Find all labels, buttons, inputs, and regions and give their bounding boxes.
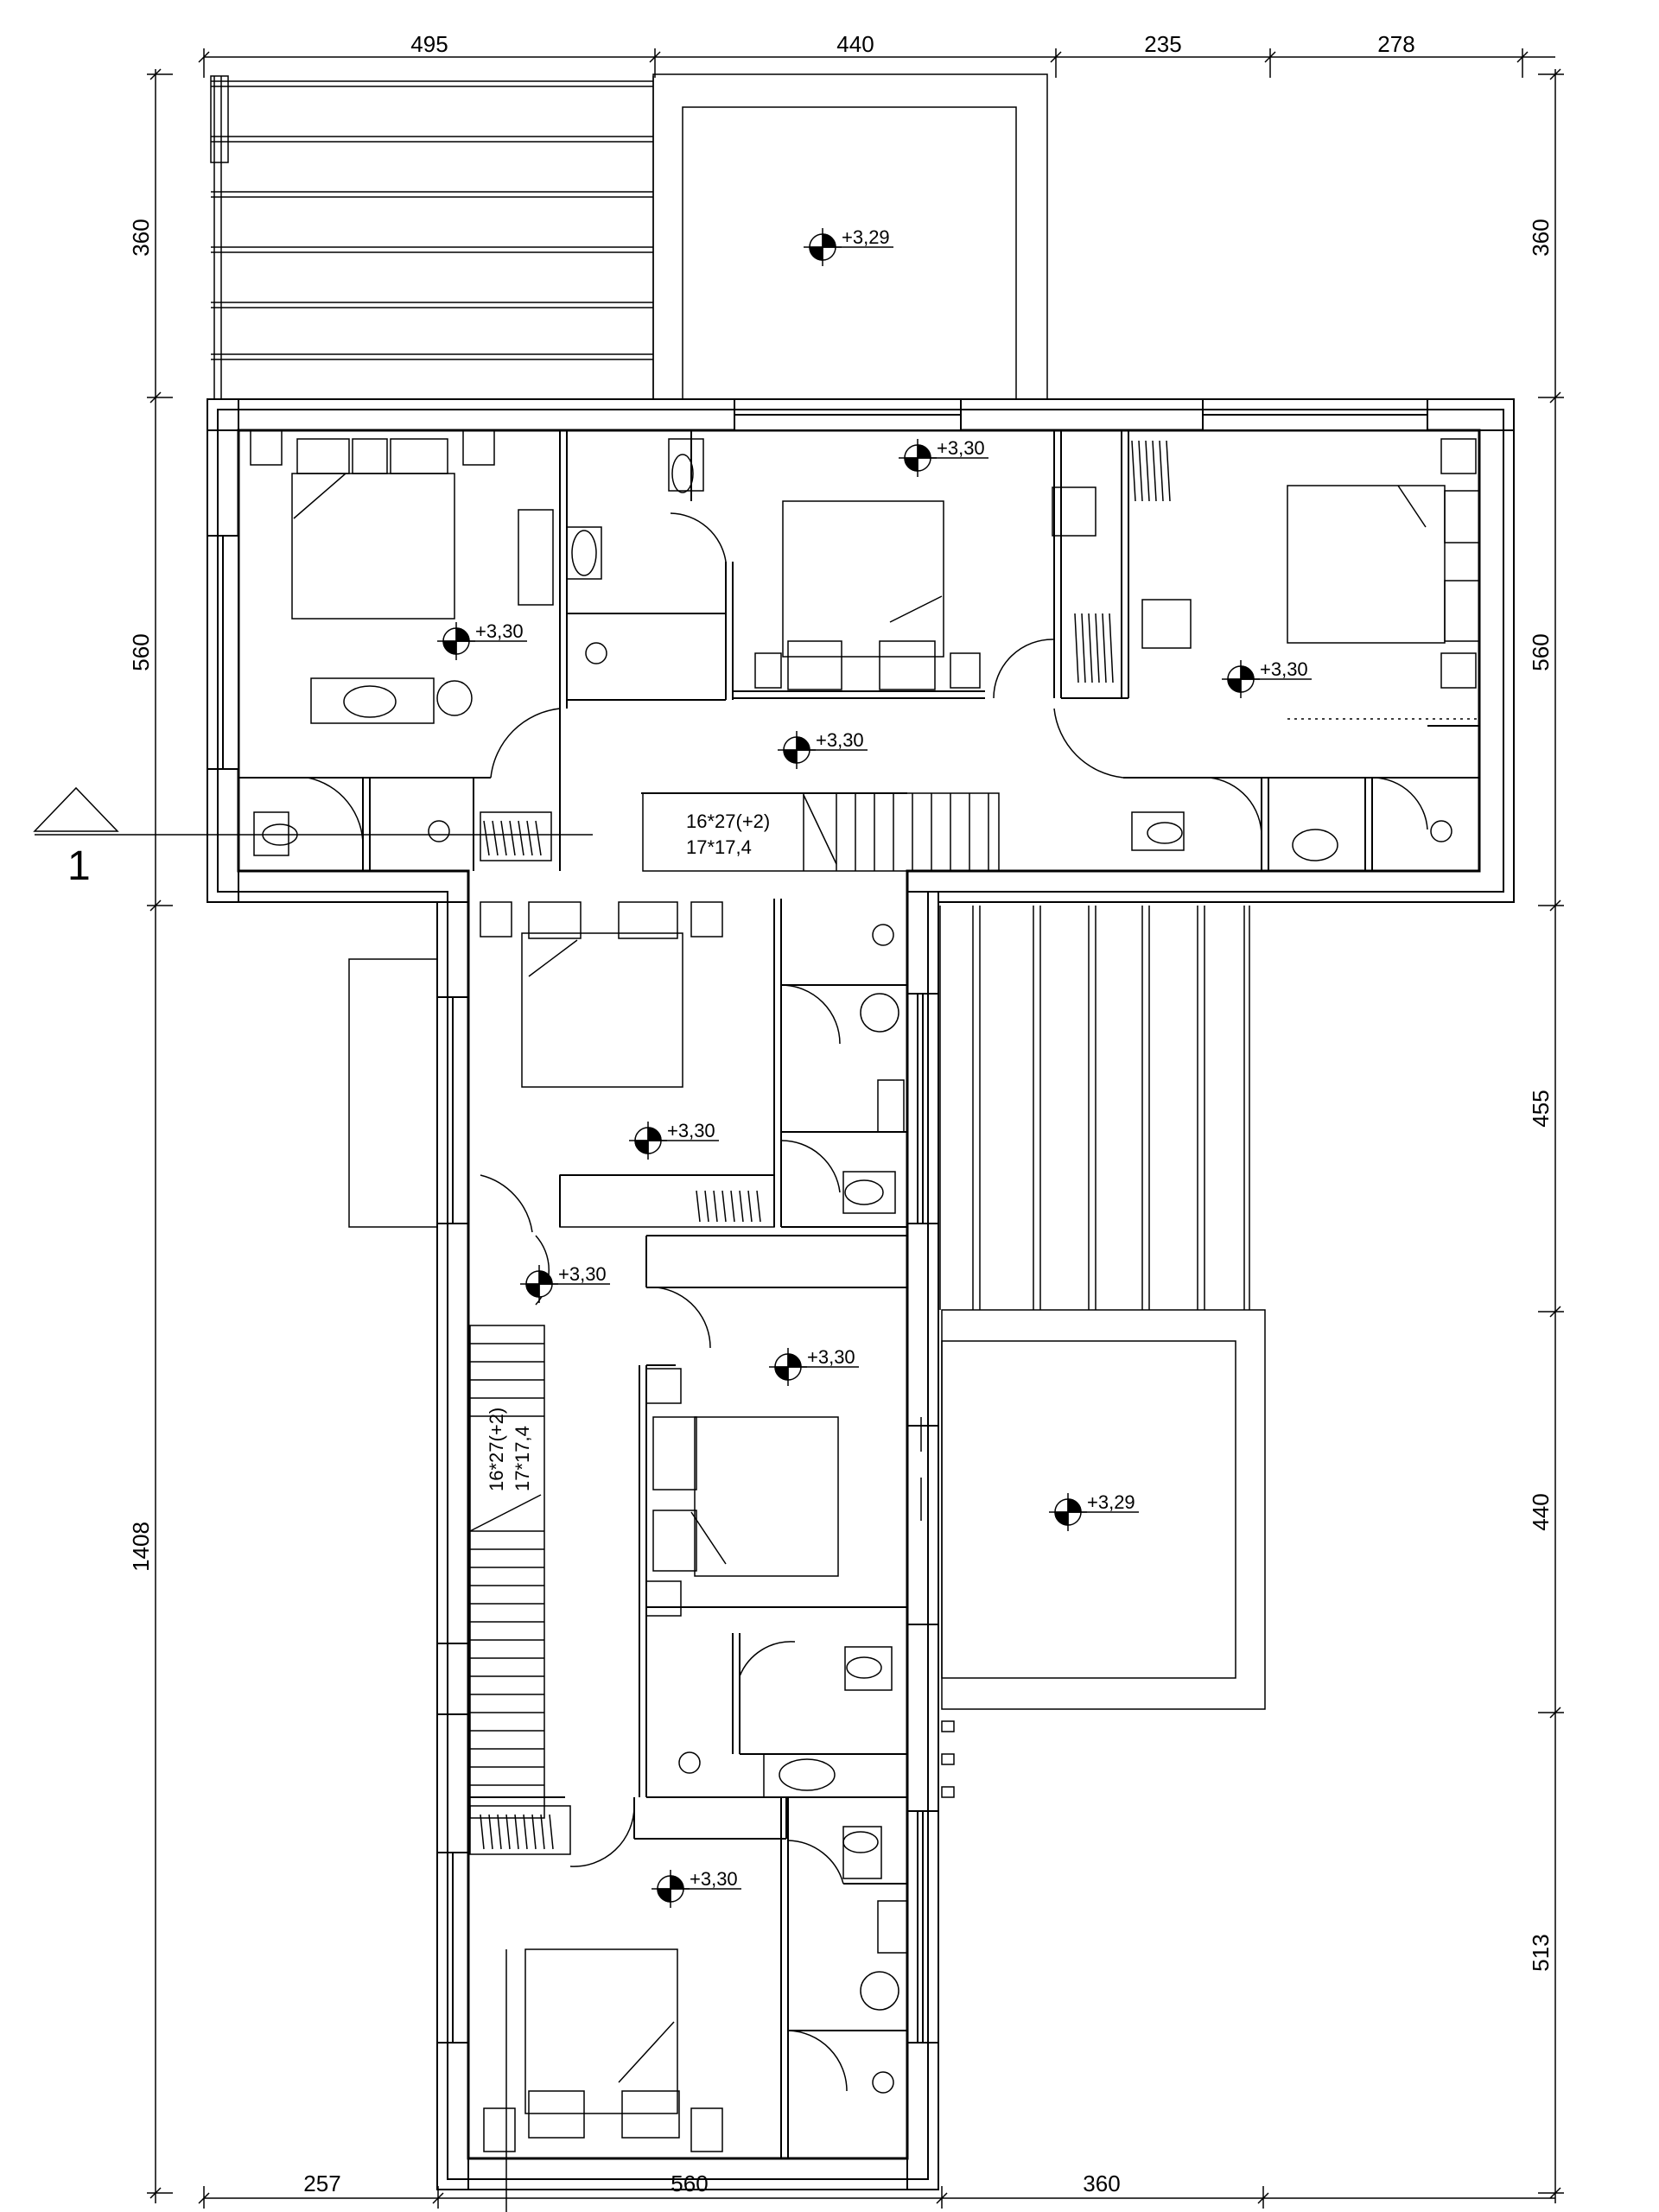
dim-bottom-1: 257 — [303, 2171, 340, 2196]
dim-top-1: 495 — [410, 31, 448, 57]
dim-top-3: 235 — [1144, 31, 1181, 57]
dim-right-3: 455 — [1528, 1090, 1554, 1127]
pergola-east — [939, 906, 1250, 1310]
dim-right-2: 560 — [1528, 633, 1554, 671]
level-bedroom-ne: +3,30 — [1260, 658, 1308, 680]
level-terrace-top: +3,29 — [842, 226, 890, 248]
level-terrace-east: +3,29 — [1087, 1491, 1135, 1513]
section-label: 1 — [67, 843, 91, 889]
stair-north-line1: 16*27(+2) — [686, 810, 770, 832]
level-stair-hall: +3,30 — [558, 1263, 607, 1285]
level-markers — [437, 228, 1312, 1908]
stair-west-line1: 16*27(+2) — [486, 1408, 507, 1491]
dim-left-total: 1408 — [128, 1522, 154, 1572]
section-marker — [33, 786, 593, 836]
terrace-east — [941, 1309, 1266, 1710]
level-hall-top: +3,30 — [816, 729, 864, 751]
stair-north-line2: 17*17,4 — [686, 836, 752, 858]
dim-top-4: 278 — [1377, 31, 1414, 57]
dim-right-1: 360 — [1528, 219, 1554, 256]
dim-left-top: 360 — [128, 219, 154, 256]
dim-right-4: 440 — [1528, 1493, 1554, 1530]
dim-left-mid: 560 — [128, 633, 154, 671]
dim-bottom-2: 560 — [671, 2171, 708, 2196]
level-bedroom-s: +3,30 — [690, 1868, 738, 1890]
dimension-lines — [147, 48, 1564, 2209]
level-bedroom-nw: +3,30 — [475, 620, 524, 642]
dim-top-2: 440 — [836, 31, 874, 57]
level-bath-top: +3,30 — [937, 437, 985, 459]
level-bedroom-mid: +3,30 — [667, 1120, 715, 1141]
dim-bottom-3: 360 — [1083, 2171, 1120, 2196]
pergola-north-west — [210, 75, 654, 399]
staircase-north — [642, 792, 1000, 872]
wall-segments — [436, 891, 939, 2190]
dim-right-5: 513 — [1528, 1934, 1554, 1971]
stair-west-line2: 17*17,4 — [512, 1426, 533, 1491]
level-bedroom-c: +3,30 — [807, 1346, 855, 1368]
